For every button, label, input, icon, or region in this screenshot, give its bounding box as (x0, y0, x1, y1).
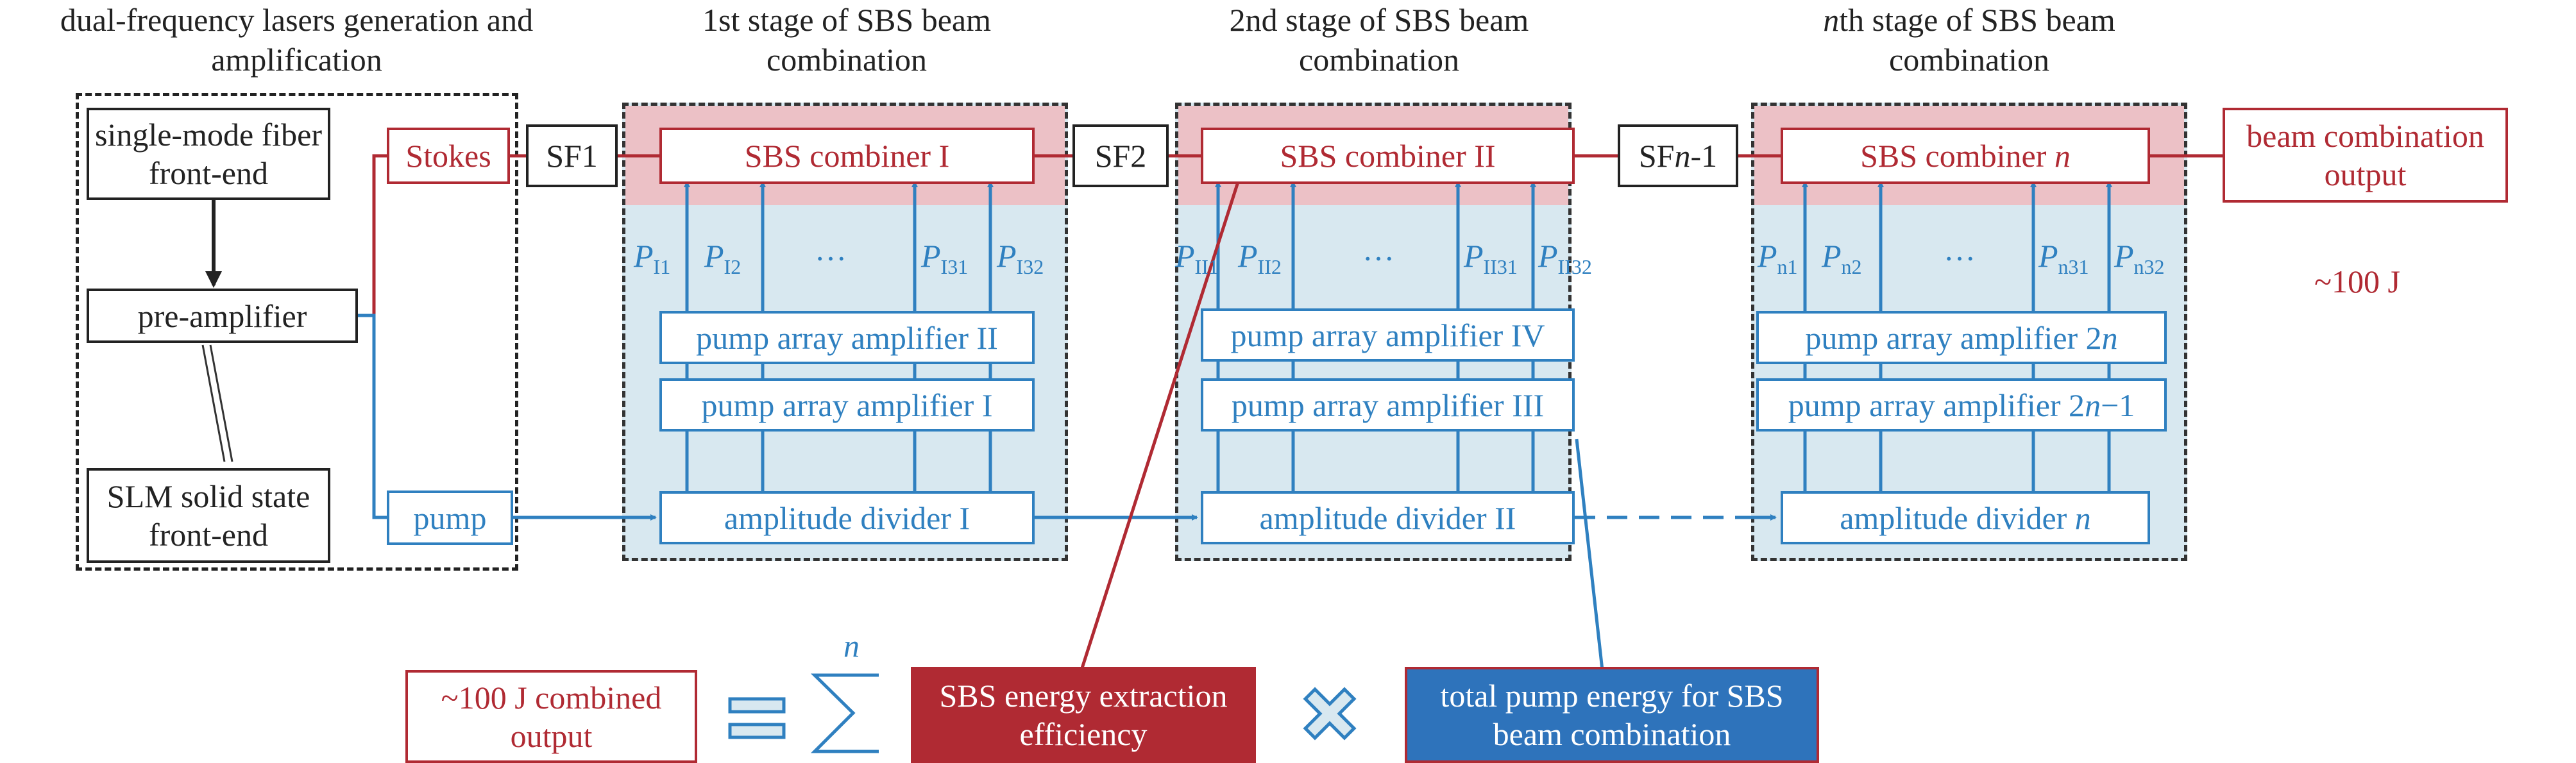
beam-combination-output-box: beam combination output (2223, 108, 2508, 203)
divider-2-label: amplitude divider II (1259, 499, 1516, 536)
efficiency-label: SBS energy extraction efficiency (939, 678, 1228, 752)
p-label-II32: PII32 (1538, 238, 1592, 278)
title-stage-1: 1st stage of SBS beam combination (702, 2, 991, 78)
amp-2n-label: pump array amplifier 2n (1805, 319, 2118, 356)
slm-label: SLM solid state front-end (106, 478, 310, 553)
amplitude-divider-2: amplitude divider II (1201, 491, 1575, 544)
sbs-combiner-1: SBS combiner I (659, 128, 1035, 184)
amp-2n-minus-1-label: pump array amplifier 2n−1 (1788, 387, 2135, 423)
p-label-I31: PI31 (921, 238, 969, 278)
pump-array-amp-3: pump array amplifier III (1201, 378, 1575, 432)
amp-4-label: pump array amplifier IV (1230, 317, 1545, 353)
pump-array-amp-2n-minus-1: pump array amplifier 2n−1 (1756, 378, 2167, 432)
combiner-1-label: SBS combiner I (744, 138, 950, 174)
pump-box: pump (387, 491, 513, 545)
p-label-II1: PII1 (1175, 238, 1219, 278)
single-mode-front-end-box: single-mode fiber front-end (87, 108, 330, 200)
sf2-label: SF2 (1094, 138, 1147, 174)
sum-upper-limit: n (843, 628, 860, 664)
sf1-box: SF1 (526, 124, 618, 187)
slm-front-end-box: SLM solid state front-end (87, 468, 330, 563)
sbs-efficiency-box: SBS energy extraction efficiency (911, 667, 1256, 763)
equals-icon (728, 697, 786, 739)
p-label-I1: PI1 (634, 238, 671, 278)
p-label-II31: PII31 (1464, 238, 1518, 278)
title-stage-n: nth stage of SBS beam combination (1777, 0, 2162, 80)
title-stage-2: 2nd stage of SBS beam combination (1229, 2, 1529, 78)
title-n-rest: th stage of SBS beam combination (1839, 2, 2115, 78)
title-n-symbol: n (1823, 2, 1840, 38)
sfn-box: SFn-1 (1618, 124, 1738, 187)
amplitude-divider-1: amplitude divider I (659, 491, 1035, 544)
p-label-n2: Pn2 (1822, 238, 1862, 278)
amp-1-label: pump array amplifier I (701, 387, 993, 423)
single-mode-label: single-mode fiber front-end (94, 117, 323, 191)
p-label-I32: PI32 (997, 238, 1044, 278)
divider-1-label: amplitude divider I (724, 499, 970, 536)
combiner-2-label: SBS combiner II (1280, 138, 1496, 174)
ellipsis-n: … (1944, 231, 1976, 267)
summation-icon (810, 673, 879, 753)
amp-2-label: pump array amplifier II (696, 319, 998, 356)
output-label: beam combination output (2246, 118, 2484, 192)
pump-label: pump (413, 499, 487, 536)
amplitude-divider-n: amplitude divider n (1781, 491, 2150, 544)
pre-amplifier-box: pre-amplifier (87, 289, 358, 343)
p-label-n31: Pn31 (2038, 238, 2089, 278)
p-label-n32: Pn32 (2114, 238, 2165, 278)
pump-energy-label: total pump energy for SBS beam combinati… (1440, 678, 1784, 752)
combined-output-label: ~100 J combined output (441, 679, 662, 754)
p-label-I2: PI2 (704, 238, 741, 278)
combined-output-box: ~100 J combined output (405, 670, 697, 763)
amp-3-label: pump array amplifier III (1231, 387, 1545, 423)
total-pump-energy-box: total pump energy for SBS beam combinati… (1405, 667, 1819, 763)
ellipsis-2: … (1362, 231, 1394, 267)
p-label-n1: Pn1 (1758, 238, 1798, 278)
pump-array-amp-2n: pump array amplifier 2n (1756, 311, 2167, 364)
sfn-label: SFn-1 (1638, 138, 1718, 174)
sf2-box: SF2 (1072, 124, 1169, 187)
combiner-n-label: SBS combiner n (1860, 138, 2071, 174)
multiply-icon (1303, 687, 1357, 741)
frontend-region (76, 93, 518, 571)
divider-n-label: amplitude divider n (1840, 499, 2091, 536)
title-frontend: dual-frequency lasers generation and amp… (60, 2, 534, 78)
sbs-combiner-n: SBS combiner n (1781, 128, 2150, 184)
p-label-II2: PII2 (1238, 238, 1282, 278)
pump-array-amp-2: pump array amplifier II (659, 311, 1035, 364)
sf1-label: SF1 (546, 138, 598, 174)
pre-amplifier-label: pre-amplifier (137, 298, 307, 334)
pump-array-amp-1: pump array amplifier I (659, 378, 1035, 432)
output-energy-label: ~100 J (2314, 264, 2401, 299)
stokes-box: Stokes (387, 128, 510, 184)
stokes-label: Stokes (405, 138, 491, 174)
ellipsis-1: … (815, 231, 847, 267)
pump-array-amp-4: pump array amplifier IV (1201, 308, 1575, 362)
sbs-combiner-2: SBS combiner II (1201, 128, 1575, 184)
